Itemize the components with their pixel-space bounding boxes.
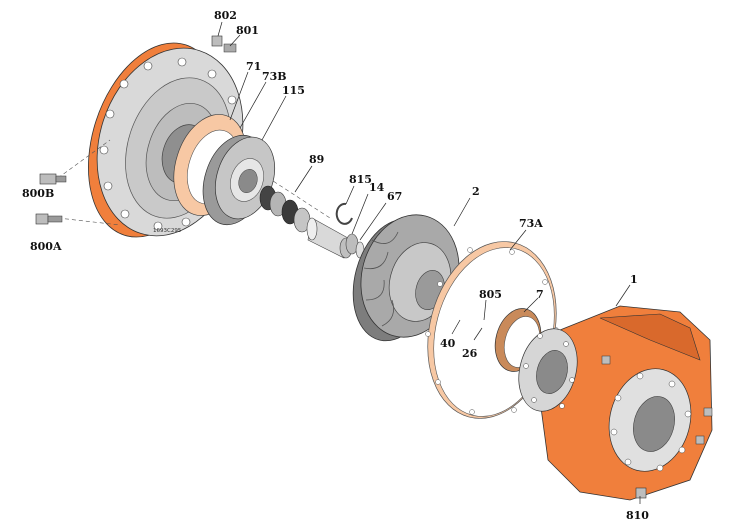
casing-bolts	[601, 355, 713, 445]
label-89: 89	[309, 153, 325, 166]
part-1-casing	[518, 305, 713, 501]
label-2: 2	[472, 185, 480, 198]
label-815: 815	[349, 173, 372, 186]
label-801: 801	[236, 24, 259, 37]
label-26: 26	[462, 347, 478, 360]
label-805: 805	[479, 288, 502, 301]
label-73A: 73A	[519, 217, 543, 230]
drawing-code: 1693C295	[153, 228, 182, 234]
leader-lines	[217, 21, 641, 504]
label-115: 115	[282, 84, 305, 97]
label-71: 71	[246, 60, 262, 73]
label-800A: 800A	[30, 240, 62, 253]
label-67: 67	[387, 190, 403, 203]
bolt-800B	[39, 173, 67, 185]
bolt-800A	[35, 213, 63, 225]
label-40: 40	[440, 337, 456, 350]
label-810: 810	[626, 509, 649, 522]
label-73B: 73B	[262, 70, 287, 83]
part-815-snap-ring	[335, 202, 353, 225]
nut-802	[211, 35, 223, 47]
stud-810	[635, 487, 647, 499]
label-800B: 800B	[22, 187, 55, 200]
part-89-mechanical-seal	[259, 185, 353, 259]
label-14: 14	[369, 181, 385, 194]
label-1: 1	[630, 273, 638, 286]
label-802: 802	[214, 9, 237, 22]
stud-801	[223, 43, 237, 53]
label-7: 7	[536, 288, 544, 301]
